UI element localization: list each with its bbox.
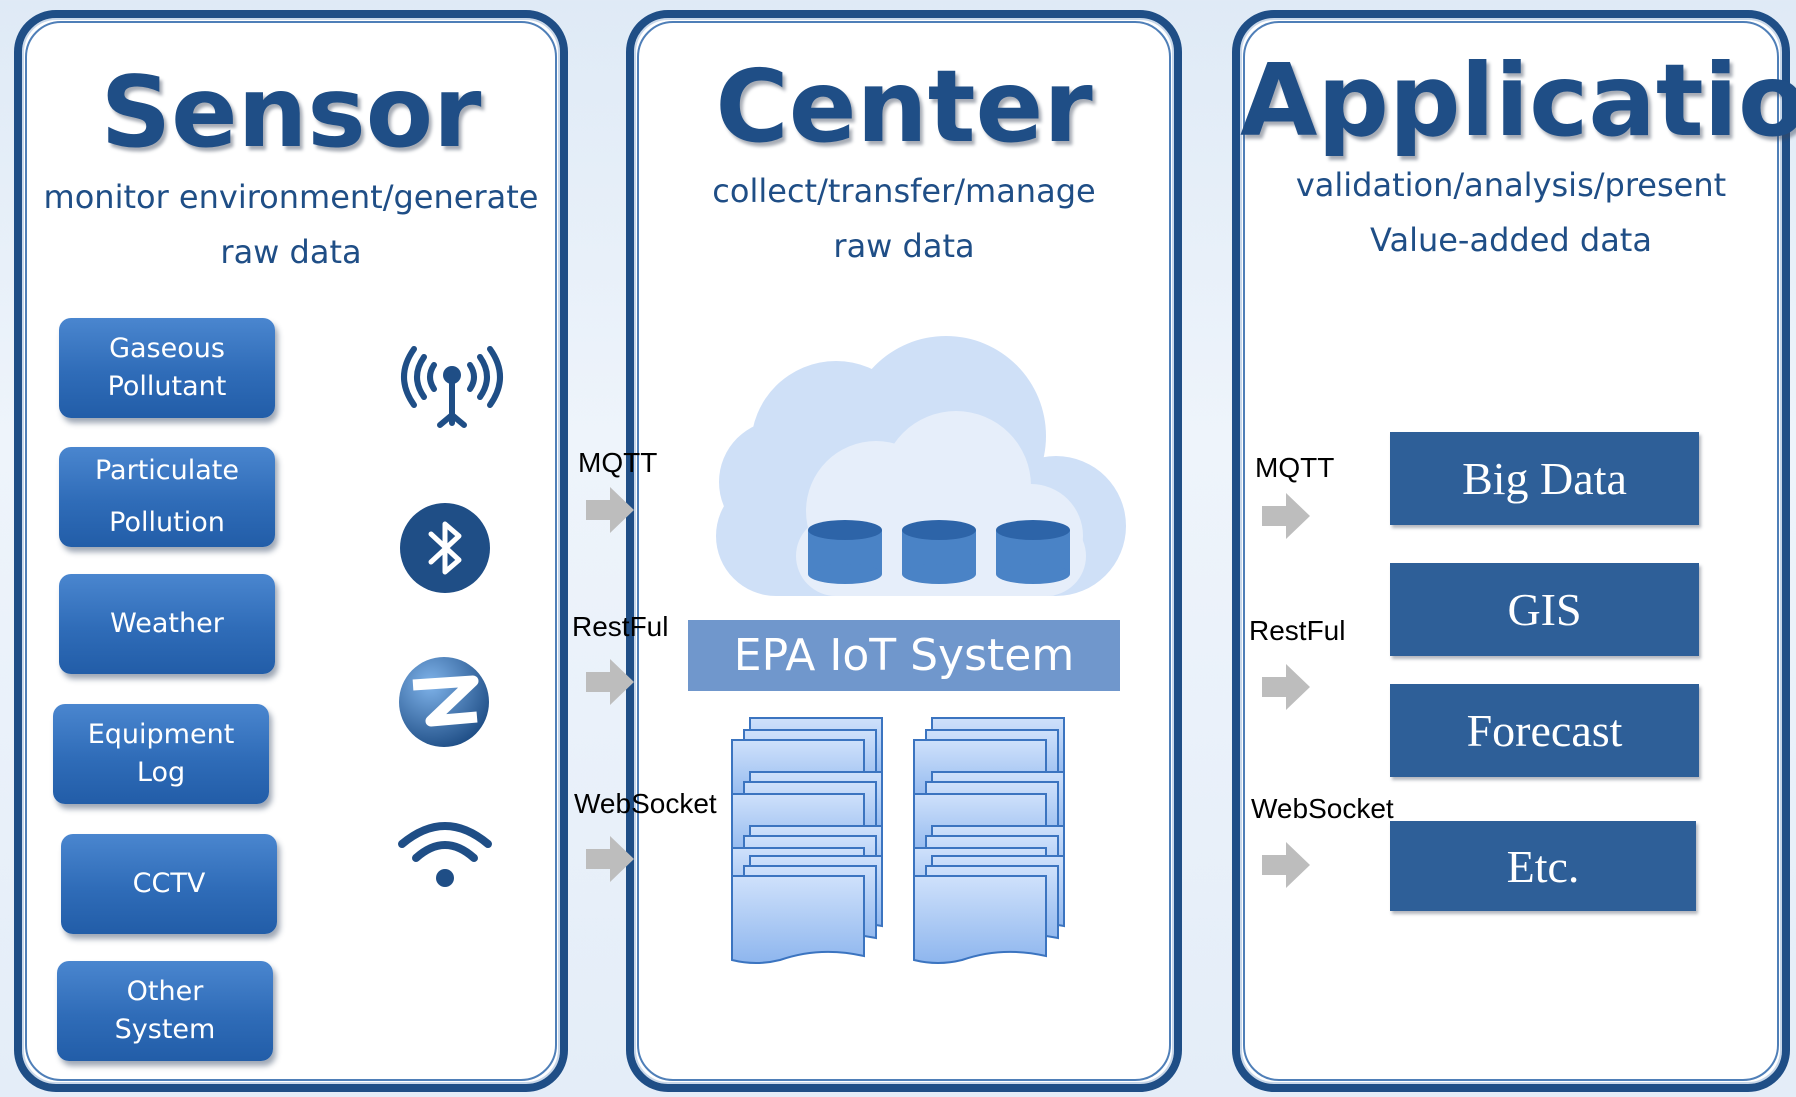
protocol-label-mqtt: MQTT (578, 447, 658, 478)
arrow-right-icon (586, 487, 634, 533)
zigbee-icon (399, 657, 489, 747)
wifi-icon (398, 822, 492, 887)
application-subtitle-line2: Value-added data (1370, 221, 1652, 259)
application-title: Application (1240, 42, 1796, 159)
sensor-button-other-system[interactable]: Other System (57, 961, 273, 1061)
sensor-button-equipment-log[interactable]: Equipment Log (53, 704, 269, 804)
sensor-title: Sensor (100, 56, 482, 170)
button-label-line2: Log (136, 757, 186, 788)
application-panel: Application validation/analysis/present … (1232, 10, 1796, 1092)
database-icon (902, 520, 976, 584)
database-icon (996, 520, 1070, 584)
epa-iot-system-label: EPA IoT System (688, 620, 1120, 691)
button-label-line2: System (114, 1014, 216, 1045)
button-label-line1: Weather (110, 608, 224, 639)
center-subtitle-line1: collect/transfer/manage (712, 172, 1096, 210)
app-button-gis[interactable]: GIS (1390, 563, 1699, 656)
protocol-label-websocket: WebSocket (574, 788, 717, 819)
document-stack-icon (913, 717, 1065, 964)
sensor-subtitle-line2: raw data (220, 233, 362, 271)
sensor-button-cctv[interactable]: CCTV (61, 834, 277, 934)
button-label-line1: Other (126, 976, 204, 1007)
protocol-label-restful: RestFul (1249, 615, 1346, 646)
protocol-label-restful: RestFul (572, 611, 669, 642)
sensor-button-gaseous-pollutant[interactable]: Gaseous Pollutant (59, 318, 275, 418)
document-stack-icon (731, 717, 883, 964)
app-button-forecast[interactable]: Forecast (1390, 684, 1699, 777)
arrow-right-icon (1262, 842, 1310, 888)
sensor-button-weather[interactable]: Weather (59, 574, 275, 674)
button-label-line1: Equipment (87, 719, 235, 750)
arrow-right-icon (1262, 493, 1310, 539)
protocol-label-websocket: WebSocket (1251, 793, 1394, 824)
database-icon (808, 520, 882, 584)
arrow-right-icon (586, 836, 634, 882)
center-title: Center (715, 48, 1093, 165)
app-button-big-data[interactable]: Big Data (1390, 432, 1699, 525)
arrow-right-icon (586, 659, 634, 705)
button-label-line1: CCTV (132, 868, 206, 899)
button-label-line2: Pollutant (107, 371, 227, 402)
center-subtitle-line2: raw data (833, 227, 975, 265)
antenna-icon (401, 346, 503, 428)
sensor-button-particulate-pollution[interactable]: Particulate Pollution (59, 447, 275, 547)
sensor-subtitle-line1: monitor environment/generate (43, 178, 539, 216)
button-label-line1: Gaseous (109, 333, 225, 364)
protocol-label-mqtt: MQTT (1255, 452, 1335, 483)
button-label-line2: Pollution (109, 507, 225, 538)
bluetooth-icon (400, 503, 490, 593)
button-label-line1: Particulate (94, 455, 239, 486)
application-subtitle-line1: validation/analysis/present (1295, 166, 1727, 204)
app-button-etc[interactable]: Etc. (1390, 821, 1696, 911)
arrow-right-icon (1262, 664, 1310, 710)
